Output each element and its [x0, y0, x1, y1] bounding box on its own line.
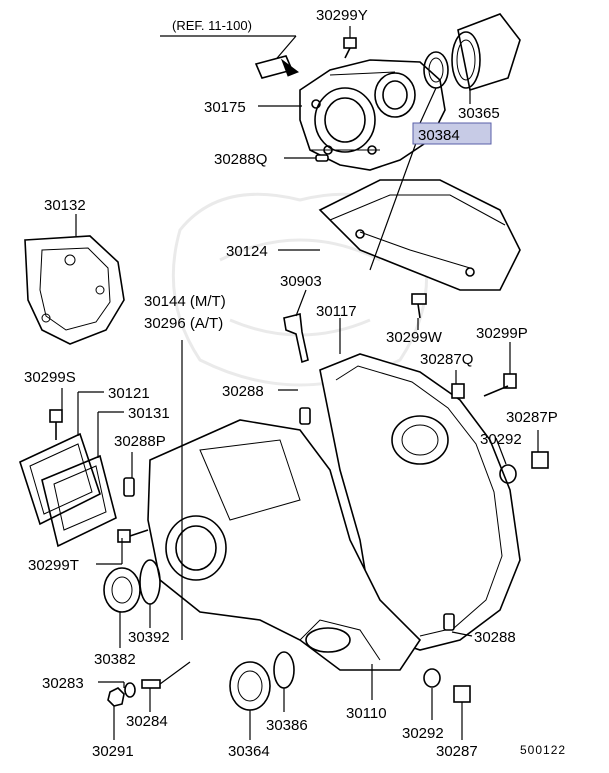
- label-30296[interactable]: 30296 (A/T): [144, 315, 223, 332]
- gasket-30132[interactable]: [24, 235, 125, 345]
- label-30283[interactable]: 30283: [42, 675, 84, 692]
- label-30299T[interactable]: 30299T: [28, 557, 79, 574]
- part-labels: (REF. 11-100) 30299Y 30175 30365 30384 3…: [24, 7, 566, 760]
- label-30175[interactable]: 30175: [204, 99, 246, 116]
- label-30110[interactable]: 30110: [346, 705, 387, 722]
- cover-plate-30121[interactable]: [19, 432, 101, 526]
- leader-lines: [61, 26, 539, 740]
- bolt-30299Y[interactable]: [343, 37, 357, 59]
- dowel-30288-bottom[interactable]: [443, 613, 455, 631]
- bolt-30299P[interactable]: [483, 373, 517, 397]
- label-30288Q[interactable]: 30288Q: [214, 151, 267, 168]
- label-30392[interactable]: 30392: [128, 629, 170, 646]
- oil-seal-30382[interactable]: [103, 567, 141, 613]
- label-30299P[interactable]: 30299P: [476, 325, 528, 342]
- nut-30291[interactable]: [107, 687, 125, 707]
- transfer-case-half-30110[interactable]: [147, 419, 422, 671]
- washer-30292-bottom[interactable]: [423, 668, 441, 688]
- label-30364[interactable]: 30364: [228, 743, 270, 760]
- plug-30287[interactable]: [453, 685, 471, 703]
- label-30365[interactable]: 30365: [458, 105, 500, 122]
- label-30299W[interactable]: 30299W: [386, 329, 443, 346]
- washer-30292-top[interactable]: [499, 464, 517, 484]
- dowel-30288P[interactable]: [123, 477, 135, 497]
- label-30144[interactable]: 30144 (M/T): [144, 293, 226, 310]
- plug-30287P[interactable]: [531, 451, 549, 469]
- dowel-30288Q[interactable]: [315, 154, 329, 162]
- bolt-30299T[interactable]: [117, 529, 149, 543]
- label-30121[interactable]: 30121: [108, 385, 150, 402]
- label-30117[interactable]: 30117: [316, 303, 357, 320]
- bracket-30903[interactable]: [283, 313, 309, 364]
- label-30288-top[interactable]: 30288: [222, 383, 264, 400]
- snap-ring-30386[interactable]: [273, 651, 295, 689]
- washer-30283[interactable]: [124, 682, 136, 698]
- reference-label: (REF. 11-100): [172, 18, 252, 33]
- bolt-30299W[interactable]: [411, 293, 427, 319]
- snap-ring-30392[interactable]: [139, 559, 161, 605]
- label-30384[interactable]: 30384: [418, 127, 460, 144]
- label-30299Y[interactable]: 30299Y: [316, 7, 368, 24]
- label-30287[interactable]: 30287: [436, 743, 478, 760]
- protector-plate-30124[interactable]: [318, 179, 521, 291]
- label-30292-bottom[interactable]: 30292: [402, 725, 444, 742]
- label-30287P[interactable]: 30287P: [506, 409, 558, 426]
- plug-30287Q[interactable]: [451, 383, 465, 399]
- label-30386[interactable]: 30386: [266, 717, 308, 734]
- label-30287Q[interactable]: 30287Q: [420, 351, 473, 368]
- diagram-code: 500122: [520, 743, 566, 757]
- label-30299S[interactable]: 30299S: [24, 369, 76, 386]
- label-30288P[interactable]: 30288P: [114, 433, 166, 450]
- reference-arrow: [160, 35, 300, 79]
- label-30132[interactable]: 30132: [44, 197, 86, 214]
- dowel-30288-top[interactable]: [299, 407, 311, 425]
- stud-30284[interactable]: [141, 679, 161, 689]
- gasket-30131[interactable]: [41, 454, 117, 548]
- oil-seal-30364[interactable]: [229, 661, 271, 711]
- highlight-30384: [412, 122, 492, 145]
- label-30291[interactable]: 30291: [92, 743, 134, 760]
- label-30903[interactable]: 30903: [280, 273, 322, 290]
- label-30288-bottom[interactable]: 30288: [474, 629, 516, 646]
- label-30382[interactable]: 30382: [94, 651, 136, 668]
- dust-boot-30365[interactable]: [451, 13, 521, 92]
- label-30292-top[interactable]: 30292: [480, 431, 522, 448]
- bolt-30299S[interactable]: [49, 409, 63, 440]
- label-30284[interactable]: 30284: [126, 713, 168, 730]
- label-30131[interactable]: 30131: [128, 405, 170, 422]
- transfer-case-half-30117[interactable]: [319, 353, 521, 651]
- label-30124[interactable]: 30124: [226, 243, 268, 260]
